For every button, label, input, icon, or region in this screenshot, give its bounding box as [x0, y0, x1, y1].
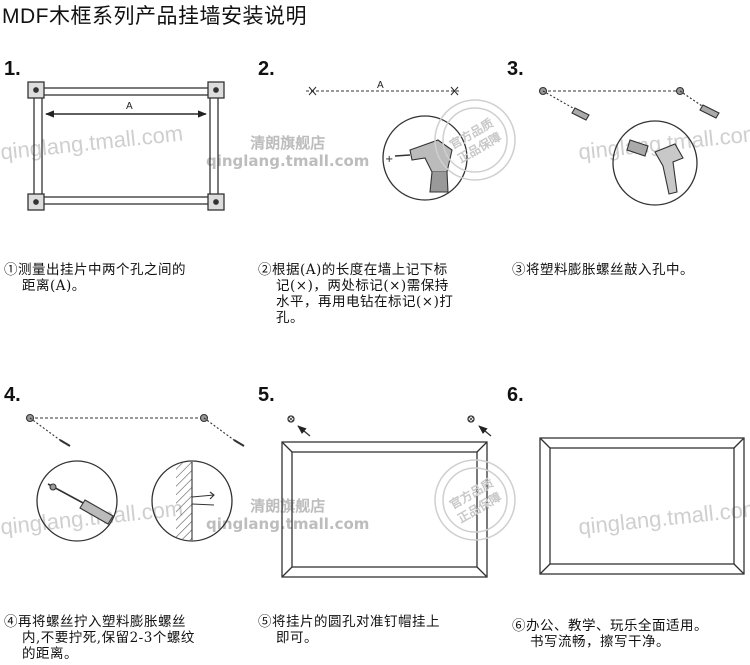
step-2-description: ②根据(A)的长度在墙上记下标 记(×)，两处标记(×)需保持 水平，再用电钻在…	[258, 262, 454, 326]
step-3-description: ③将塑料膨胀螺丝敲入孔中。	[512, 262, 694, 278]
dimension-label-1: A	[126, 101, 133, 112]
step-3-number: 3.	[507, 58, 524, 80]
dimension-label-2: A	[377, 80, 384, 91]
step-4-description: ④再将螺丝拧入塑料膨胀螺丝 内,不要拧死,保留2-3个螺纹 的距离。	[4, 614, 195, 662]
step-1-description: ①测量出挂片中两个孔之间的 距离(A)。	[4, 262, 186, 294]
step-6-description: ⑥办公、教学、玩乐全面适用。 书写流畅，擦写干净。	[512, 618, 708, 650]
step-5-number: 5.	[258, 384, 275, 406]
step-6-board	[539, 437, 745, 575]
step-1-number: 1.	[4, 58, 21, 80]
step-5-hang-board	[281, 415, 492, 578]
step-4-number: 4.	[4, 384, 21, 406]
step-3-anchors-and-hammer	[538, 86, 720, 206]
step-2-number: 2.	[258, 58, 275, 80]
page-title: MDF木框系列产品挂墙安装说明	[2, 5, 307, 28]
step-2-mark-and-drill	[306, 86, 468, 201]
watermark-stamp-text: 官方品质 正品保障 官方品质 正品保障	[447, 115, 504, 526]
watermark-stamp	[434, 99, 516, 541]
drill-mark: +	[385, 154, 393, 165]
step-1-frame-diagram	[27, 81, 225, 211]
step-5-description: ⑤将挂片的圆孔对准钉帽挂上 即可。	[258, 614, 440, 646]
step-4-screws	[25, 413, 245, 542]
step-6-number: 6.	[507, 384, 524, 406]
